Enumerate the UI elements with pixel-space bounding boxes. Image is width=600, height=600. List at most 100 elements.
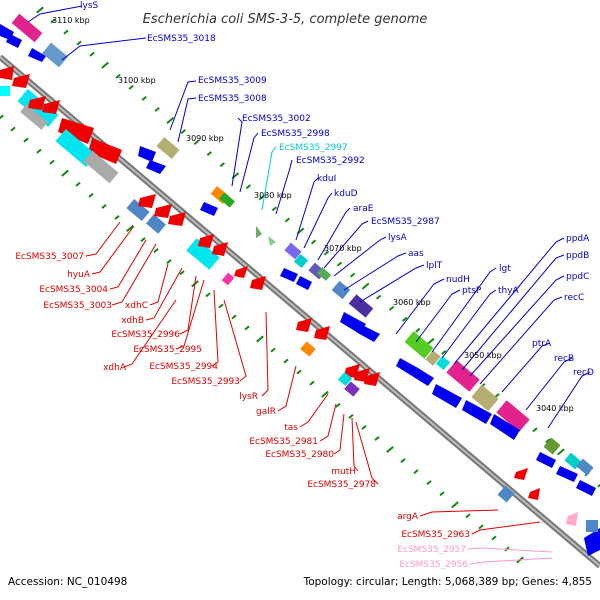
- gene-label-EcSMS35-2957: EcSMS35_2957: [397, 545, 466, 555]
- gene-label-EcSMS35-3004: EcSMS35_3004: [39, 285, 108, 295]
- gene-arrow: [0, 66, 14, 80]
- accession-text: Accession: NC_010498: [8, 576, 127, 588]
- gene-label-ptsP: ptsP: [462, 286, 482, 296]
- major-tick: [101, 61, 109, 69]
- gene-arrow: [556, 466, 578, 482]
- minor-tick: [310, 239, 317, 245]
- gene-label-lysR: lysR: [239, 392, 258, 402]
- gene-label-nudH: nudH: [446, 275, 470, 285]
- minor-tick: [271, 206, 278, 212]
- gene-arrow: [296, 276, 312, 290]
- gene-block: [0, 86, 10, 96]
- minor-tick: [180, 129, 186, 134]
- gene-block: [55, 129, 97, 167]
- gene-label-EcSMS35-2995: EcSMS35_2995: [133, 345, 202, 355]
- minor-tick: [270, 347, 276, 353]
- minor-tick: [244, 325, 250, 331]
- gene-arrow: [138, 146, 156, 162]
- major-tick: [386, 446, 394, 453]
- gene-label-EcSMS35-2987: EcSMS35_2987: [371, 217, 440, 227]
- minor-tick: [413, 469, 419, 475]
- minor-tick: [336, 261, 343, 267]
- minor-tick: [140, 237, 146, 243]
- gene-label-EcSMS35-2997: EcSMS35_2997: [279, 143, 348, 153]
- gene-label-thyA: thyA: [498, 286, 520, 296]
- major-tick: [36, 6, 44, 14]
- minor-tick: [76, 40, 82, 46]
- major-tick: [166, 116, 175, 124]
- gene-block: [219, 192, 235, 208]
- minor-tick: [296, 369, 302, 375]
- minor-tick: [10, 126, 16, 132]
- gene-label-hyuA: hyuA: [67, 270, 91, 280]
- gene-arrow: [212, 242, 228, 256]
- gene-label-argA: argA: [397, 512, 419, 522]
- minor-tick: [219, 162, 225, 168]
- gene-block: [586, 520, 598, 532]
- gene-label-kduI: kduI: [317, 174, 336, 184]
- minor-tick: [323, 250, 330, 256]
- minor-tick: [153, 248, 159, 254]
- minor-tick: [349, 272, 356, 278]
- map-title: Escherichia coli SMS-3-5, complete genom…: [143, 12, 428, 27]
- gene-label-galR: galR: [256, 407, 276, 417]
- gene-label-EcSMS35-2998: EcSMS35_2998: [261, 129, 330, 139]
- gene-label-ppdB: ppdB: [566, 251, 589, 261]
- gene-label-recD: recD: [573, 368, 594, 378]
- gene-block: [284, 242, 302, 260]
- gene-arrow: [234, 266, 248, 278]
- gene-label-ppdC: ppdC: [566, 272, 589, 282]
- minor-tick: [388, 305, 395, 311]
- gene-label-ppdA: ppdA: [566, 234, 590, 244]
- gene-arrow: [28, 48, 46, 62]
- gene-arrow: [42, 100, 60, 114]
- minor-tick: [154, 106, 160, 112]
- gene-label-EcSMS35-3007: EcSMS35_3007: [15, 252, 84, 262]
- gene-arrow: [296, 318, 312, 332]
- minor-tick: [441, 349, 447, 355]
- major-tick: [0, 114, 4, 120]
- major-tick: [321, 390, 329, 398]
- minor-tick: [258, 195, 265, 201]
- minor-tick: [335, 402, 341, 408]
- gene-label-aas: aas: [408, 249, 424, 259]
- minor-tick: [545, 438, 551, 444]
- gene-block: [543, 437, 561, 455]
- gene-block: [20, 104, 48, 130]
- gene-block: [435, 355, 451, 371]
- minor-tick: [284, 217, 291, 223]
- gene-arrow: [154, 204, 172, 218]
- gene-arrow: [268, 236, 276, 246]
- gene-block: [83, 150, 119, 184]
- gene-label-EcSMS35-2994: EcSMS35_2994: [149, 362, 218, 372]
- gene-block: [11, 13, 43, 43]
- minor-tick: [532, 427, 538, 433]
- minor-tick: [23, 137, 29, 143]
- gene-label-xdhC: xdhC: [125, 301, 148, 311]
- gene-block: [564, 452, 582, 470]
- gene-label-EcSMS35-2993: EcSMS35_2993: [171, 377, 240, 387]
- gene-arrow: [536, 452, 556, 468]
- tick-label: 3070 kbp: [324, 244, 362, 253]
- gene-block: [300, 341, 316, 357]
- leader-lines-reverse: [85, 221, 541, 535]
- minor-tick: [141, 95, 147, 101]
- minor-tick: [491, 535, 497, 541]
- gene-arrow: [280, 268, 298, 282]
- gene-arrow: [28, 96, 46, 110]
- gene-label-EcSMS35-2956: EcSMS35_2956: [399, 560, 468, 570]
- forward-strand-features: [0, 13, 600, 556]
- minor-tick: [75, 181, 81, 187]
- gene-label-EcSMS35-2981: EcSMS35_2981: [249, 437, 318, 447]
- gene-label-lplT: lplT: [426, 261, 443, 271]
- major-tick: [557, 448, 565, 456]
- minor-tick: [63, 29, 69, 35]
- gene-block: [331, 280, 351, 300]
- tick-label: 3100 kbp: [118, 76, 156, 85]
- minor-tick: [465, 513, 471, 519]
- gene-block: [471, 384, 499, 412]
- leader-lines-forward: [27, 5, 591, 429]
- gene-arrow: [432, 384, 462, 408]
- tick-label: 3080 kbp: [254, 191, 292, 200]
